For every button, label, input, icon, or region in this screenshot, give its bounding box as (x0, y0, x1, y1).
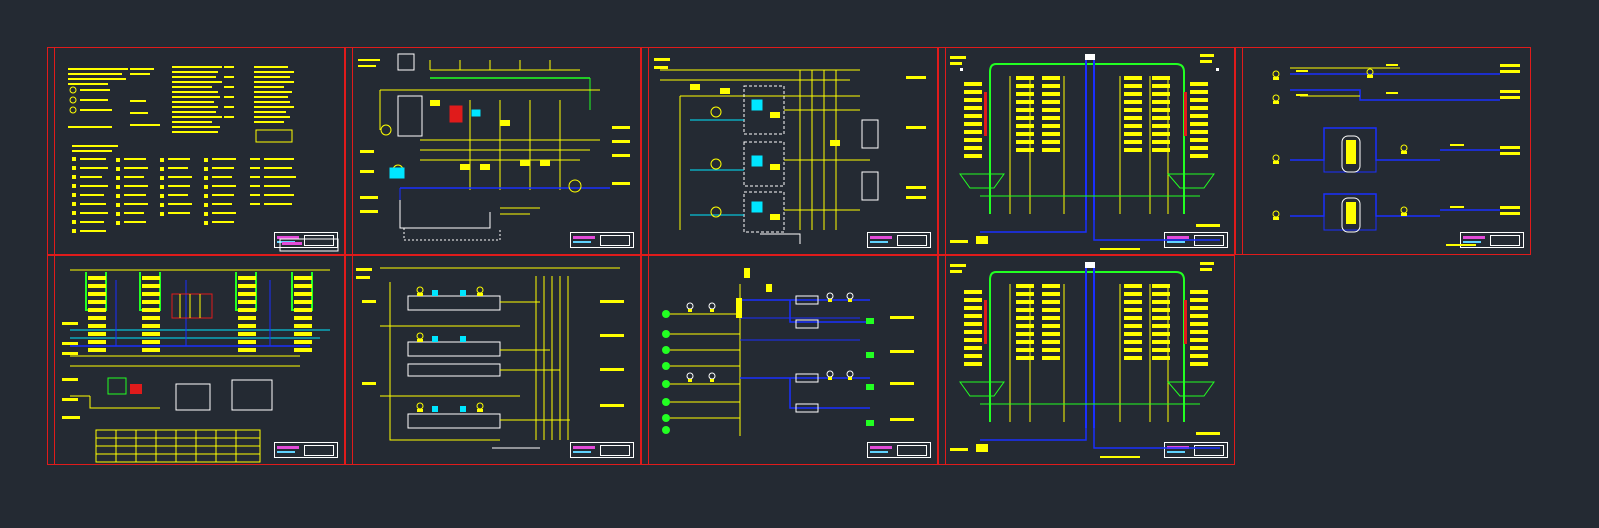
process-2-content (654, 58, 926, 244)
title-block (570, 232, 634, 248)
drawing-sheet-legend[interactable] (47, 47, 345, 255)
drawing-sheet-vessels[interactable] (1235, 47, 1531, 255)
sheet-binding-strip (939, 48, 946, 254)
title-block (867, 232, 931, 248)
sheet-binding-strip (346, 256, 353, 464)
distribution-2-content (950, 262, 1220, 458)
process-1-content (358, 53, 630, 241)
sheet-binding-strip (939, 256, 946, 464)
sheet-binding-strip (48, 48, 55, 254)
sheet-binding-strip (346, 48, 353, 254)
title-block (274, 442, 338, 458)
branch-content (662, 268, 914, 436)
sheet-binding-strip (642, 48, 649, 254)
title-block (1460, 232, 1524, 248)
sheet-binding-strip (1236, 48, 1243, 254)
manifold-content (62, 269, 330, 463)
drawing-sheet-manifold[interactable] (47, 255, 345, 465)
drawing-sheet-distribution-1[interactable] (938, 47, 1235, 255)
distribution-1-content (950, 54, 1220, 250)
title-block (570, 442, 634, 458)
sheet-binding-strip (48, 256, 55, 464)
title-block (867, 442, 931, 458)
drawing-sheet-process-3[interactable] (345, 255, 641, 465)
drawing-sheet-branch[interactable] (641, 255, 938, 465)
drawing-sheet-process-2[interactable] (641, 47, 938, 255)
drawing-sheet-process-1[interactable] (345, 47, 641, 255)
legend-content (68, 66, 339, 252)
sheet-binding-strip (642, 256, 649, 464)
vessels-content (1272, 64, 1520, 246)
process-3-content (356, 267, 624, 449)
